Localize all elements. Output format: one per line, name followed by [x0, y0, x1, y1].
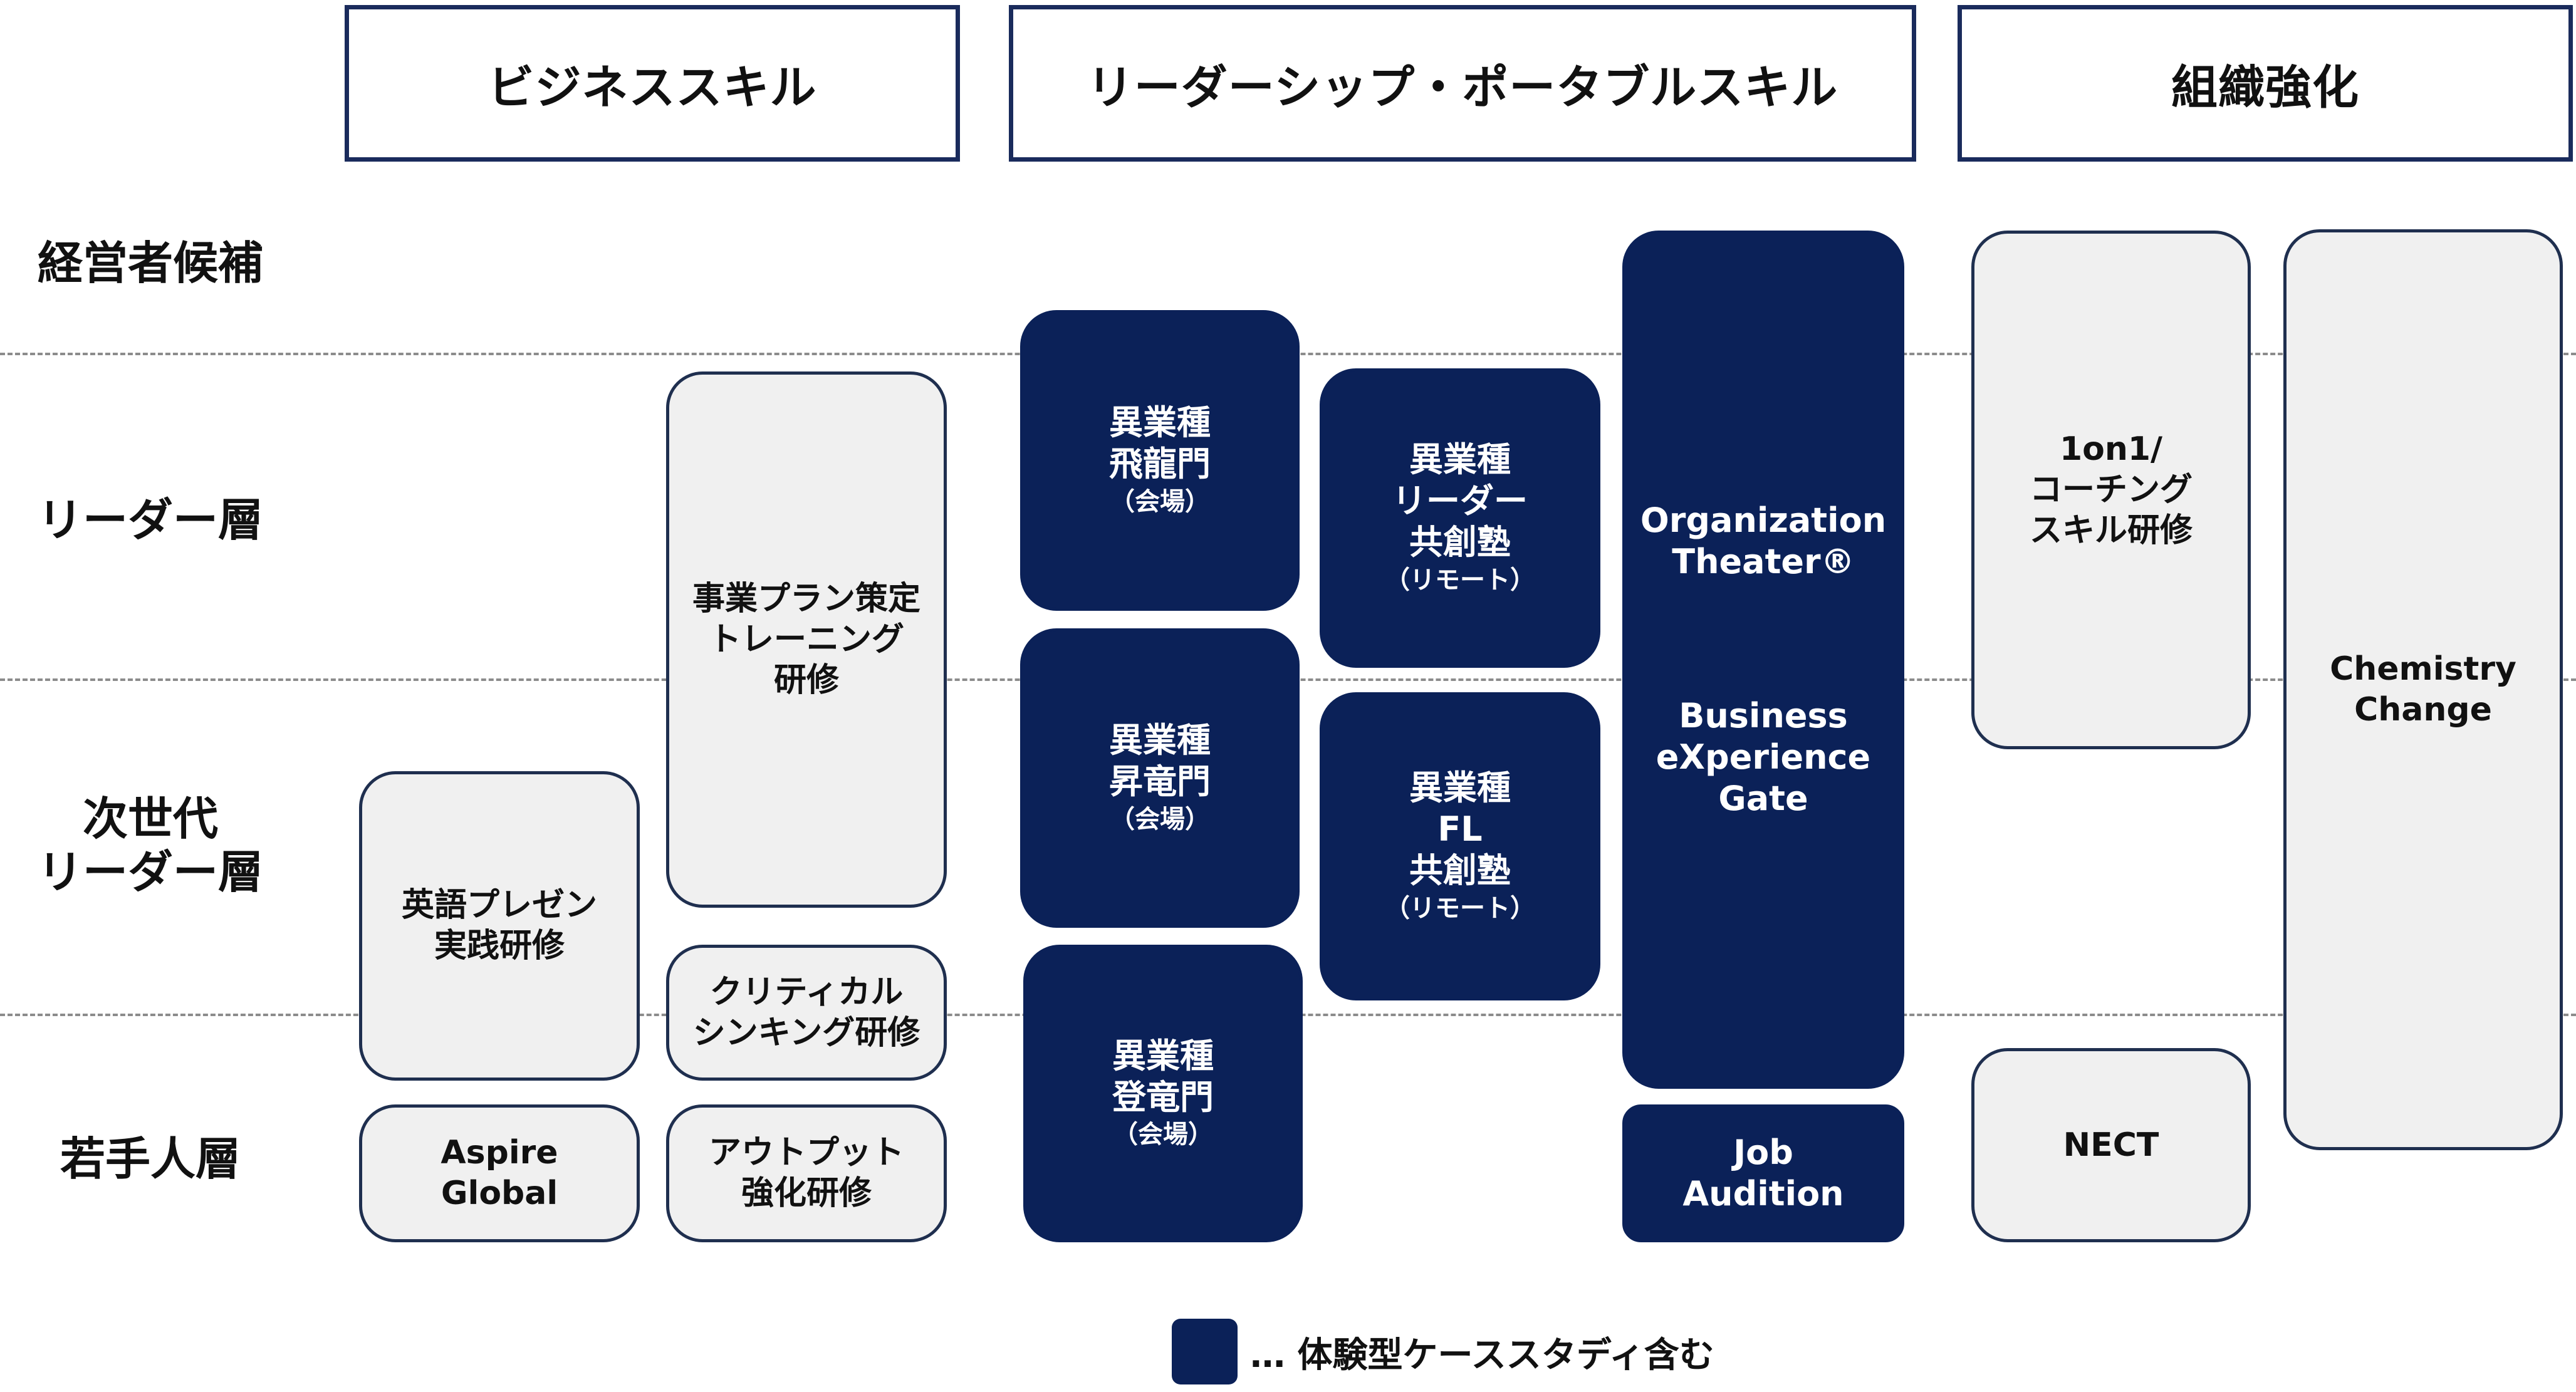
program-aspire-global: Aspire Global [359, 1104, 640, 1242]
program-1on1-coaching: 1on1/ コーチング スキル研修 [1971, 231, 2251, 749]
program-english-presentation: 英語プレゼン 実践研修 [359, 771, 640, 1081]
program-line: Business [1679, 696, 1848, 736]
program-line: 共創塾 [1409, 850, 1511, 890]
program-format: （リモート） [1385, 565, 1535, 595]
header-business-skill: ビジネススキル [345, 5, 960, 162]
program-line: Organization [1640, 501, 1887, 541]
program-line: 異業種 [1109, 720, 1211, 761]
program-line: FL [1437, 809, 1483, 849]
program-line: 異業種 [1409, 440, 1511, 480]
row-label-next-generation: 次世代 リーダー層 [13, 783, 288, 908]
program-business-plan-training: 事業プラン策定 トレーニング 研修 [666, 371, 947, 908]
program-line: 強化研修 [741, 1175, 872, 1212]
program-line: 異業種 [1112, 1036, 1214, 1076]
header-leadership-portable-skill: リーダーシップ・ポータブルスキル [1009, 5, 1916, 162]
program-line: 異業種 [1109, 403, 1211, 443]
program-format: （会場） [1113, 1120, 1213, 1150]
program-line: クリティカル [709, 973, 904, 1011]
program-line: シンキング研修 [692, 1014, 920, 1052]
program-line: 実践研修 [434, 927, 565, 965]
program-chemistry-change: Chemistry Change [2283, 229, 2563, 1150]
program-line: 研修 [773, 661, 839, 699]
program-line: Global [441, 1175, 558, 1212]
program-line: eXperience [1656, 737, 1871, 777]
program-toryumon: 異業種 登竜門 （会場） [1023, 945, 1303, 1242]
program-leader-kyososhuku: 異業種 リーダー 共創塾 （リモート） [1320, 368, 1600, 668]
row-label-line: 次世代 [82, 792, 218, 846]
program-output-training: アウトプット 強化研修 [666, 1104, 947, 1242]
program-line: 事業プラン策定 [692, 579, 920, 618]
program-line: Change [2354, 691, 2492, 729]
row-label-executive: 経営者候補 [37, 236, 263, 289]
program-line: アウトプット [708, 1134, 904, 1171]
program-line: Gate [1718, 778, 1808, 818]
program-line: 共創塾 [1409, 522, 1511, 562]
row-label-young: 若手人層 [60, 1132, 241, 1185]
program-line: Chemistry [2330, 650, 2516, 688]
legend-text: … 体験型ケーススタディ含む [1250, 1335, 1714, 1376]
program-line: Aspire [441, 1134, 558, 1171]
program-line: 登竜門 [1112, 1077, 1214, 1117]
program-line: コーチング [2029, 470, 2193, 509]
row-label-leader: リーダー層 [37, 493, 263, 546]
program-format: （リモート） [1385, 893, 1535, 923]
program-format: （会場） [1110, 487, 1210, 516]
program-line: 異業種 [1409, 768, 1511, 808]
program-line: リーダー [1392, 481, 1528, 521]
program-nect: NECT [1971, 1048, 2251, 1242]
program-line: 昇竜門 [1109, 762, 1211, 801]
program-hiryumon: 異業種 飛龍門 （会場） [1020, 310, 1300, 611]
program-line: スキル研修 [2029, 511, 2193, 549]
program-organization-theater-bxg: Organization Theater® Business eXperienc… [1622, 231, 1904, 1089]
program-line: Job [1733, 1133, 1793, 1173]
program-fl-kyososhuku: 異業種 FL 共創塾 （リモート） [1320, 692, 1600, 1000]
program-shoryumon: 異業種 昇竜門 （会場） [1020, 628, 1300, 928]
header-organization: 組織強化 [1958, 5, 2573, 162]
program-line: 飛龍門 [1109, 444, 1211, 484]
program-format: （会場） [1110, 804, 1210, 834]
program-job-audition: Job Audition [1622, 1104, 1904, 1242]
program-line: トレーニング [708, 620, 904, 658]
program-line: 1on1/ [2059, 430, 2163, 468]
legend-swatch [1172, 1319, 1238, 1384]
row-label-line: リーダー層 [37, 846, 263, 898]
program-critical-thinking: クリティカル シンキング研修 [666, 945, 947, 1081]
program-line: Audition [1682, 1174, 1844, 1213]
program-line: NECT [2063, 1126, 2159, 1164]
program-line: 英語プレゼン [401, 886, 597, 924]
program-line: Theater® [1672, 542, 1855, 582]
